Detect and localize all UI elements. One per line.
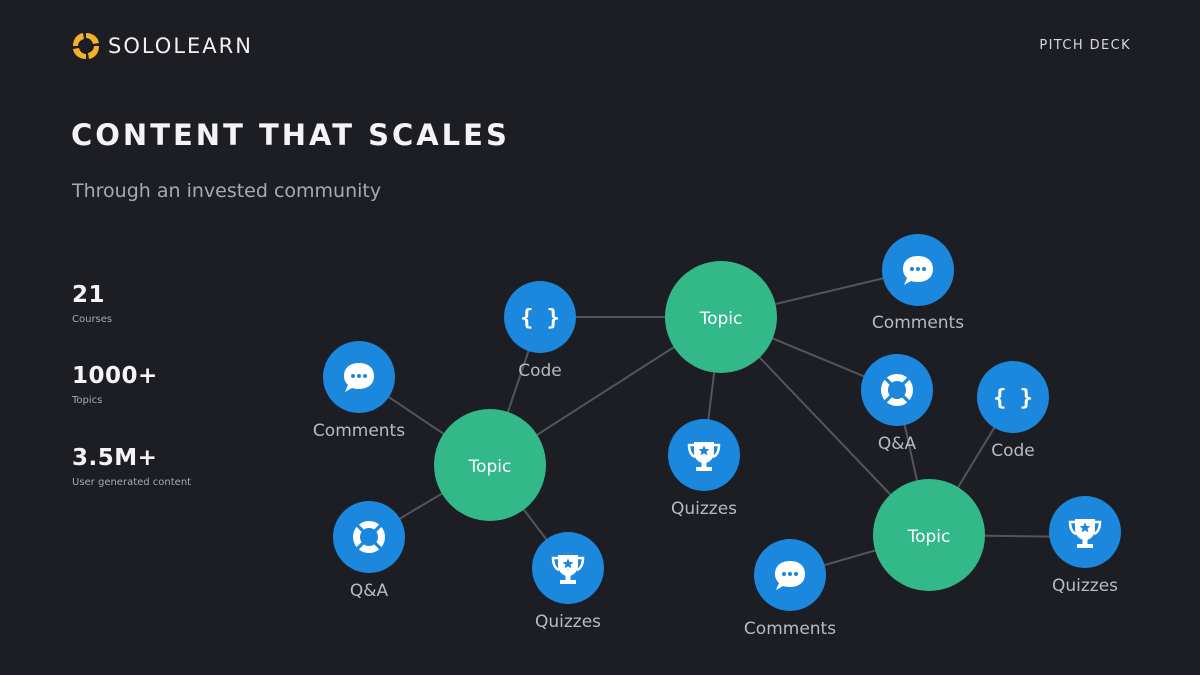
resource-node-comments[interactable]: Comments bbox=[744, 539, 836, 639]
stat-courses: 21 Courses bbox=[72, 282, 112, 325]
page-subtitle: Through an invested community bbox=[72, 180, 382, 202]
stat-value: 21 bbox=[72, 282, 106, 308]
resource-label: Q&A bbox=[350, 581, 389, 601]
resource-node-quizzes[interactable]: Quizzes bbox=[532, 532, 604, 632]
topic-label: Topic bbox=[699, 309, 743, 329]
topic-node[interactable]: Topic bbox=[434, 409, 546, 521]
page-title: CONTENT THAT SCALES bbox=[71, 118, 510, 152]
resource-label: Code bbox=[991, 441, 1035, 461]
resource-node-code[interactable]: Code bbox=[977, 361, 1049, 461]
resource-label: Comments bbox=[744, 619, 836, 639]
stat-topics: 1000+ Topics bbox=[72, 363, 158, 406]
resource-label: Quizzes bbox=[671, 499, 737, 519]
stat-value: 1000+ bbox=[72, 363, 158, 389]
resource-circle bbox=[861, 354, 933, 426]
brand-logo[interactable]: SOLOLEARN bbox=[71, 31, 253, 61]
resource-label: Code bbox=[518, 361, 562, 381]
code-braces-icon bbox=[993, 386, 1033, 411]
topic-label: Topic bbox=[907, 527, 951, 547]
sololearn-logo-icon bbox=[73, 33, 99, 59]
topic-node[interactable]: Topic bbox=[873, 479, 985, 591]
brand-name: SOLOLEARN bbox=[108, 34, 253, 58]
resource-node-code[interactable]: Code bbox=[504, 281, 576, 381]
resource-node-comments[interactable]: Comments bbox=[313, 341, 405, 441]
resource-label: Quizzes bbox=[535, 612, 601, 632]
topic-circle bbox=[665, 261, 777, 373]
topic-circle bbox=[434, 409, 546, 521]
stat-user-content: 3.5M+ User generated content bbox=[72, 445, 191, 488]
resource-node-qa[interactable]: Q&A bbox=[333, 501, 405, 601]
resource-label: Q&A bbox=[878, 434, 917, 454]
resource-label: Quizzes bbox=[1052, 576, 1118, 596]
stat-label: User generated content bbox=[72, 477, 192, 488]
resource-node-comments[interactable]: Comments bbox=[872, 234, 964, 333]
resource-label: Comments bbox=[872, 313, 964, 333]
resource-node-quizzes[interactable]: Quizzes bbox=[1049, 496, 1121, 596]
topic-node[interactable]: Topic bbox=[665, 261, 777, 373]
resource-node-quizzes[interactable]: Quizzes bbox=[668, 419, 740, 519]
resource-label: Comments bbox=[313, 421, 405, 441]
topic-circle bbox=[873, 479, 985, 591]
stat-label: Topics bbox=[72, 395, 103, 406]
topic-label: Topic bbox=[468, 457, 512, 477]
stat-value: 3.5M+ bbox=[72, 445, 158, 471]
stat-label: Courses bbox=[72, 314, 113, 325]
resource-circle bbox=[333, 501, 405, 573]
deck-label: PITCH DECK bbox=[1039, 38, 1131, 53]
code-braces-icon bbox=[520, 306, 560, 331]
resource-node-qa[interactable]: Q&A bbox=[861, 354, 933, 454]
